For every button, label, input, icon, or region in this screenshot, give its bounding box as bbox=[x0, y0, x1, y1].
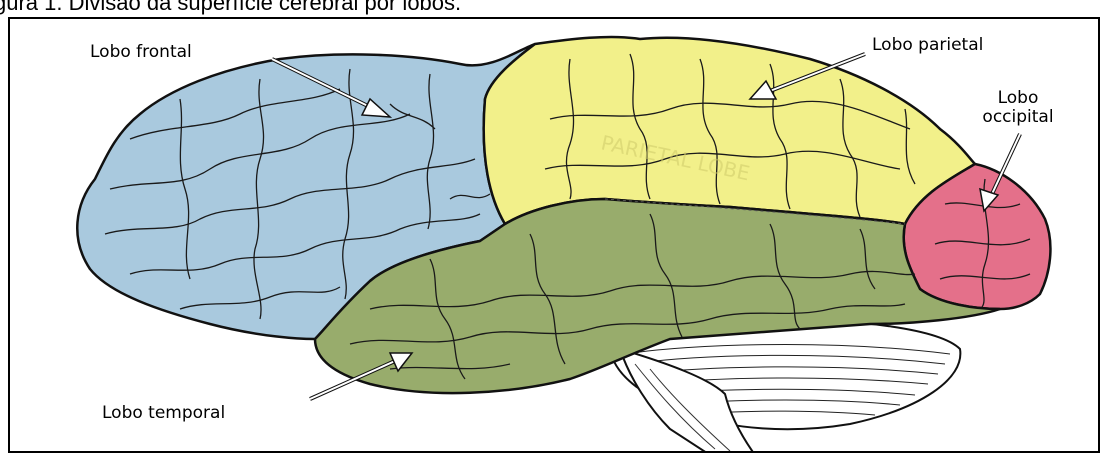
label-occipital-lobe-line1: Lobo bbox=[998, 88, 1039, 108]
label-frontal-lobe: Lobo frontal bbox=[90, 42, 192, 62]
parietal-lobe bbox=[484, 37, 975, 224]
label-parietal-lobe: Lobo parietal bbox=[872, 35, 983, 55]
label-occipital-lobe-line2: occipital bbox=[982, 107, 1053, 127]
label-temporal-lobe: Lobo temporal bbox=[102, 403, 225, 423]
figure-caption: gura 1. Divisão da superfície cerebral p… bbox=[0, 0, 1104, 16]
brain-diagram: PARIETAL LOBE Lobo frontal Lobo parietal… bbox=[10, 19, 1100, 453]
figure-frame: PARIETAL LOBE Lobo frontal Lobo parietal… bbox=[8, 17, 1100, 453]
